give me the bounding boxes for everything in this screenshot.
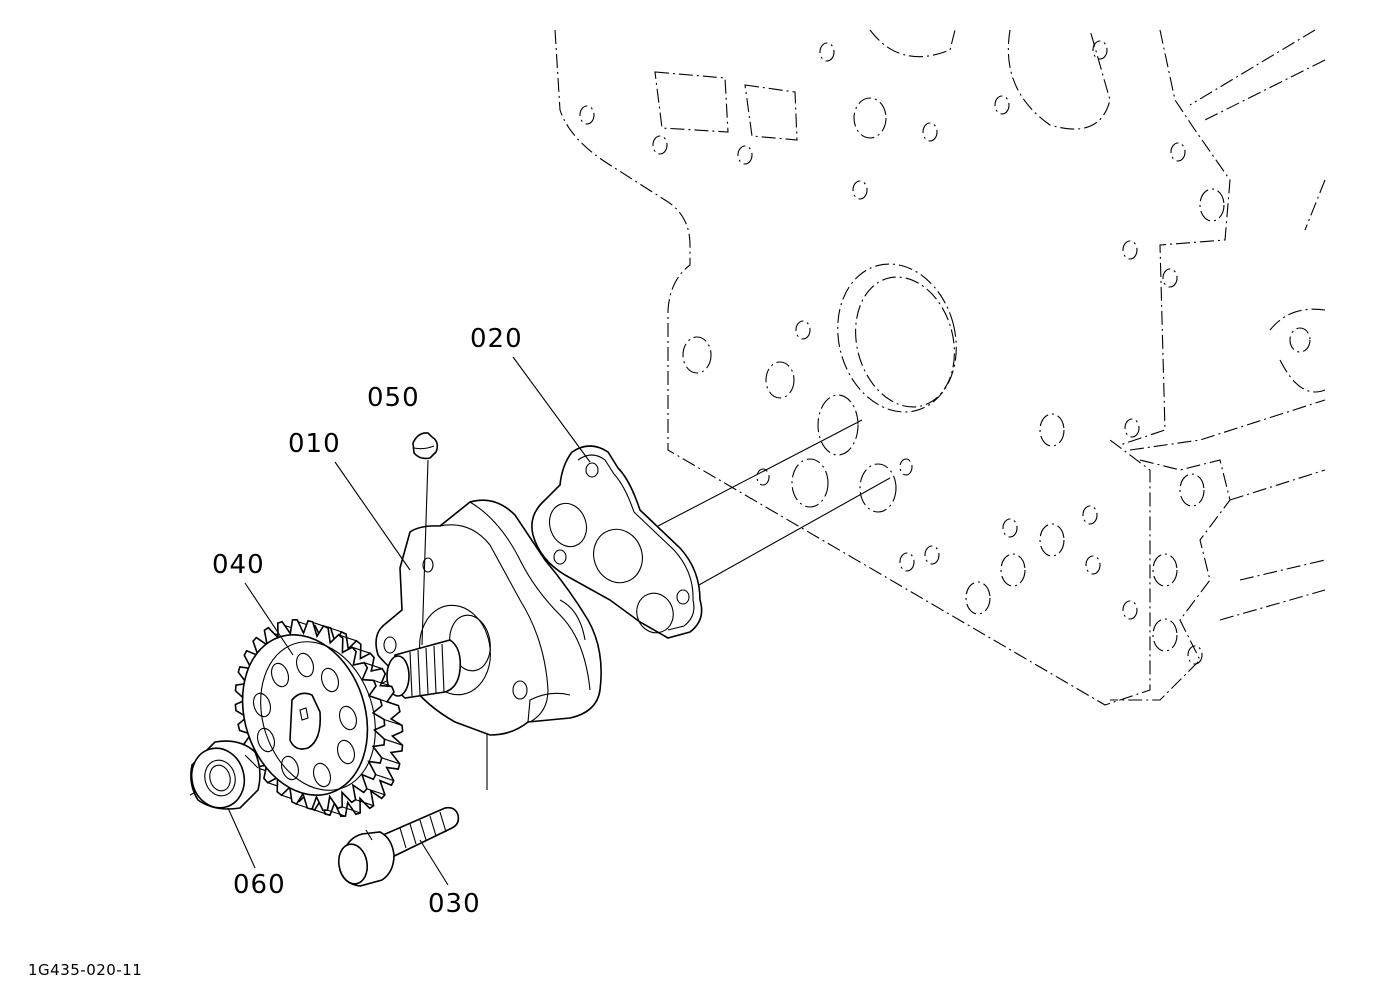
gear-tooth-face (384, 738, 403, 746)
callout-010: 010 (288, 429, 341, 459)
key-050 (412, 432, 439, 646)
gear-tooth-face (383, 718, 403, 727)
gear-tooth-face (373, 679, 392, 687)
gear-040 (234, 618, 404, 818)
gear-tooth-face (342, 806, 361, 814)
bolt-030 (337, 806, 460, 887)
gear-tooth-face (327, 809, 346, 817)
nut-060 (190, 740, 261, 810)
engine-block-outline (554, 29, 1326, 706)
gear-tooth-face (338, 634, 357, 642)
callout-060: 060 (233, 870, 286, 900)
callout-020: 020 (470, 324, 523, 354)
callout-030: 030 (428, 889, 481, 919)
gear-tooth-face (381, 757, 400, 765)
gear-tooth-face (380, 699, 399, 707)
gear-tooth-face (375, 774, 394, 782)
gear-tooth-face (352, 646, 371, 654)
gear-tooth-face (311, 808, 331, 816)
gasket-020 (531, 445, 703, 639)
figure-reference: 1G435-020-11 (28, 961, 142, 979)
callout-050: 050 (367, 383, 420, 413)
oil-pump-010 (375, 499, 602, 736)
gear-tooth-face (366, 788, 386, 796)
gear-tooth-face (355, 799, 374, 807)
callout-040: 040 (212, 550, 265, 580)
leader-lines (227, 356, 591, 886)
gear-tooth-face (364, 662, 383, 670)
